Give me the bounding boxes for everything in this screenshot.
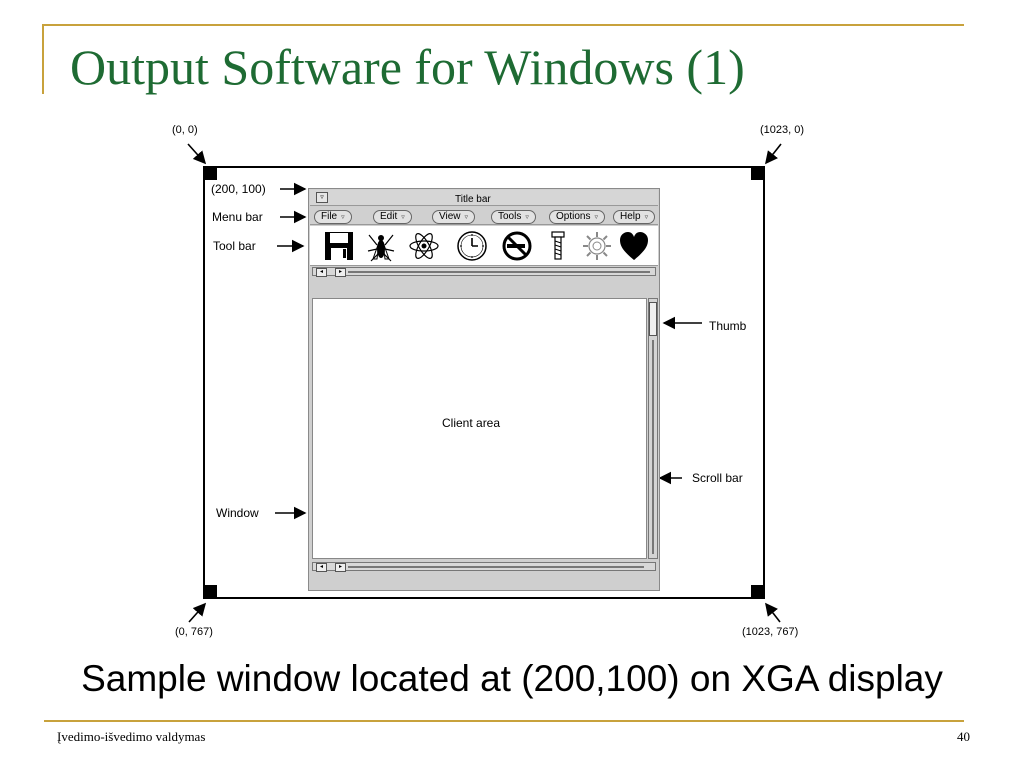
slide-title: Output Software for Windows (1) [70,39,745,95]
slide-top-rule [44,24,964,26]
label-bottom-left: (0, 767) [175,626,213,638]
label-tool-bar: Tool bar [213,239,256,253]
label-top-right: (1023, 0) [760,124,805,136]
arrow-bottom-left [188,602,207,623]
menu-file[interactable]: File▿ [314,210,352,224]
scroll-right-arrow-icon[interactable]: ▸ [335,563,346,572]
dropdown-triangle-icon: ▿ [644,214,649,221]
slide-left-rule [42,24,44,94]
dropdown-triangle-icon: ▿ [401,214,405,221]
dropdown-triangle-icon: ▿ [594,214,598,221]
atom-icon[interactable] [407,229,441,263]
vertical-scroll-track [652,340,654,554]
slide-bottom-rule [44,720,964,722]
no-smoking-icon[interactable] [500,229,534,263]
menu-help[interactable]: Help▿ [613,210,656,224]
arrow-top-right [765,143,782,165]
menu-view[interactable]: View▿ [432,210,476,224]
menu-options[interactable]: Options▿ [549,210,605,224]
corner-marker-top-right [751,166,765,180]
corner-marker-bottom-right [751,585,765,599]
dropdown-triangle-icon: ▿ [525,214,529,221]
menu-tools[interactable]: Tools▿ [491,210,536,224]
client-area-label: Client area [442,416,501,430]
corner-marker-bottom-left [203,585,217,599]
label-bottom-right: (1023, 767) [742,626,799,638]
label-top-left: (0, 0) [172,124,198,136]
dropdown-triangle-icon: ▿ [464,214,469,221]
label-thumb: Thumb [709,319,747,333]
menu-bar [310,207,658,225]
menu-edit[interactable]: Edit▿ [373,210,412,224]
system-menu-icon[interactable]: ▿ [316,192,328,203]
scroll-left-arrow-icon[interactable]: ◂ [316,268,327,277]
dropdown-triangle-icon: ▿ [341,214,345,221]
client-area[interactable] [312,298,647,559]
clock-icon[interactable] [455,229,489,263]
scroll-thumb[interactable] [649,302,657,336]
slide-caption: Sample window located at (200,100) on XG… [81,658,943,699]
page-number: 40 [957,729,970,744]
fly-icon[interactable] [364,229,398,263]
corner-marker-top-left [203,166,217,180]
heart-icon[interactable] [617,229,651,263]
scroll-right-arrow-icon[interactable]: ▸ [335,268,346,277]
window-title: Title bar [455,194,491,205]
label-scroll-bar: Scroll bar [692,471,743,485]
footer-text: Įvedimo-išvedimo valdymas [57,729,206,744]
scroll-track [348,566,644,568]
label-window: Window [216,506,259,520]
title-bar[interactable] [310,190,658,206]
arrow-top-left [187,143,207,165]
scroll-left-arrow-icon[interactable]: ◂ [316,563,327,572]
label-window-origin: (200, 100) [211,182,266,196]
screen-outline [203,166,765,599]
floppy-disk-icon[interactable] [322,229,356,263]
arrow-bottom-right [765,602,781,623]
screw-icon[interactable] [541,229,575,263]
gear-icon[interactable] [580,229,614,263]
scroll-track [348,271,650,273]
label-menu-bar: Menu bar [212,210,263,224]
